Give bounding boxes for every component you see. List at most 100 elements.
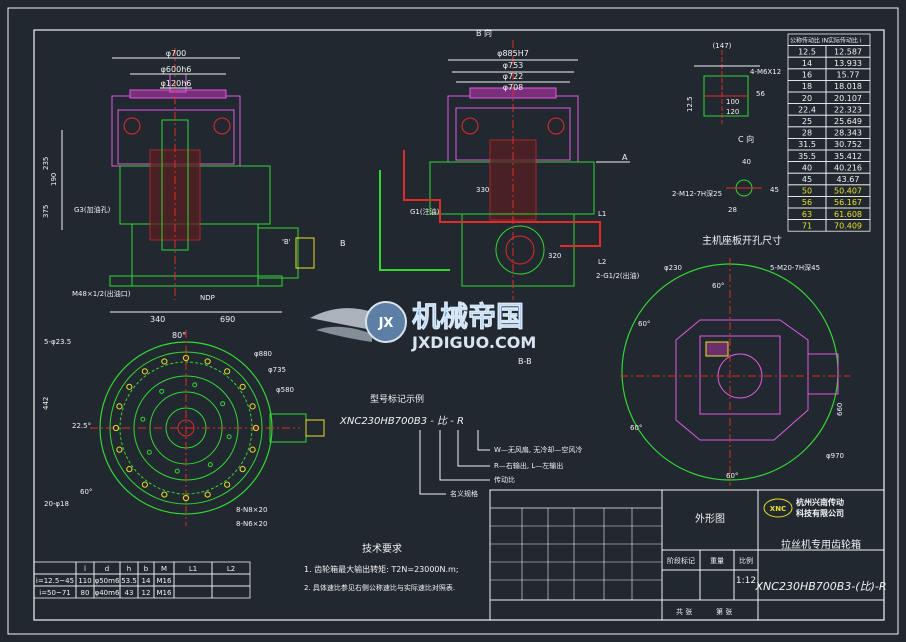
top-flange — [129, 89, 227, 99]
tb-company-logo: XNC — [763, 498, 793, 518]
note-ndp: NDP — [200, 294, 215, 302]
c-view-label: C 向 — [738, 134, 754, 144]
ratio-row: 71 70.409 — [787, 219, 871, 232]
title-block — [489, 489, 885, 621]
shaft-cell: h — [127, 565, 131, 573]
tb-scale: 1:12 — [736, 576, 756, 586]
shaft-cell: l — [84, 565, 86, 573]
inner-hole — [220, 401, 226, 407]
logo-gear — [365, 301, 407, 343]
angle-80: 80° — [172, 331, 186, 340]
inner-hole — [174, 468, 180, 474]
ratio-nominal: 14 — [802, 59, 812, 68]
inner-frame — [33, 29, 885, 621]
hole-20: 20-φ18 — [44, 500, 69, 508]
shaft-cell: L1 — [189, 565, 197, 573]
dim-320: 320 — [548, 252, 561, 260]
mount-side-box — [807, 353, 839, 395]
ratio-nominal: 28 — [802, 129, 812, 138]
ratio-nominal: 25 — [802, 117, 812, 126]
bolt-hole — [204, 358, 211, 365]
ratio-actual: 20.107 — [834, 94, 862, 103]
ratio-actual: 28.343 — [834, 129, 862, 138]
mount-outline — [675, 319, 809, 441]
detail-40: 40 — [742, 158, 751, 166]
angle-c: 60° — [630, 424, 642, 432]
bolt-hole — [182, 494, 190, 502]
outer-frame — [7, 7, 899, 635]
dim-722: φ722 — [503, 72, 524, 81]
dim-120: φ120h6 — [161, 79, 192, 88]
bolt-hole — [112, 424, 120, 432]
bolt-hole — [224, 481, 231, 488]
flange-input-shaft — [305, 419, 325, 437]
sec-gear-outer — [495, 225, 545, 275]
ratio-nominal: 31.5 — [798, 140, 816, 149]
shaft-cell: M16 — [157, 577, 172, 585]
shaft-cell: i=12.5~45 — [36, 577, 74, 585]
ratio-actual: 61.608 — [834, 210, 862, 219]
bolt-right — [213, 117, 231, 135]
shaft-cell: i=50~71 — [39, 589, 71, 597]
watermark-logo: JX 机械帝国 JXDIGUO.COM — [310, 300, 536, 352]
logo-latin: JXDIGUO.COM — [411, 333, 536, 352]
ratio-actual: 35.412 — [834, 152, 862, 161]
angle-b: 60° — [638, 320, 650, 328]
oil-pipe-green — [379, 170, 450, 271]
logo-chinese: 机械帝国 — [412, 300, 524, 333]
dim-330: 330 — [476, 186, 489, 194]
angle-a: 60° — [712, 282, 724, 290]
sec-lower-body — [461, 213, 575, 287]
dim-235: 235 — [42, 157, 50, 170]
ratio-nominal: 18 — [802, 82, 812, 91]
flange-plan-view — [90, 330, 325, 526]
mount-logo-box — [705, 341, 729, 357]
tb-product: 拉丝机专用齿轮箱 — [781, 538, 861, 551]
bolt-hole — [239, 383, 246, 390]
ratio-header-cell: 实际传动比 i — [828, 37, 862, 45]
ratio-actual: 70.409 — [834, 221, 862, 230]
dim-230: φ230 — [664, 264, 682, 272]
ratio-actual: 50.407 — [834, 187, 862, 196]
logo-wing-left-2 — [316, 326, 372, 342]
logo-wing-left — [310, 308, 372, 330]
dim-340: 340 — [150, 315, 165, 324]
sec-bolt-right — [547, 117, 565, 135]
bolt-hole — [116, 403, 123, 410]
ratio-actual: 43.67 — [837, 175, 860, 184]
dim-753: φ753 — [503, 61, 524, 70]
inner-hole — [226, 434, 232, 440]
bolt-hole — [161, 358, 168, 365]
tb-sheets-total: 共 张 — [676, 607, 692, 616]
legend-ratio: 传动比 — [494, 475, 515, 484]
sec-gear-inner — [505, 235, 535, 265]
angle-22: 22.5° — [72, 422, 91, 430]
shaft-cell: b — [144, 565, 149, 573]
ratio-actual: 13.933 — [834, 59, 862, 68]
legend-r: R—右输出, L—左输出 — [494, 461, 563, 470]
inner-hole — [207, 462, 213, 468]
sec-bolt-left — [461, 117, 479, 135]
ratio-nominal: 56 — [802, 198, 812, 207]
sec-title: B 向 — [476, 28, 492, 38]
tb-label-scale: 比例 — [739, 556, 753, 565]
dim-735: φ735 — [268, 366, 286, 374]
bolt-hole — [126, 466, 133, 473]
ratio-nominal: 71 — [802, 221, 812, 230]
tb-model: XNC230HB700B3-(比)-R — [755, 580, 887, 593]
ratio-actual: 12.587 — [834, 47, 862, 56]
mount-detail — [694, 50, 762, 197]
tb-badge: XNC — [770, 505, 786, 513]
note-m48: M48×1/2(出油口) — [72, 289, 131, 298]
ratio-row: 28 28.343 — [787, 126, 871, 139]
hole-5m20: 5-M20-7H深45 — [770, 263, 820, 272]
